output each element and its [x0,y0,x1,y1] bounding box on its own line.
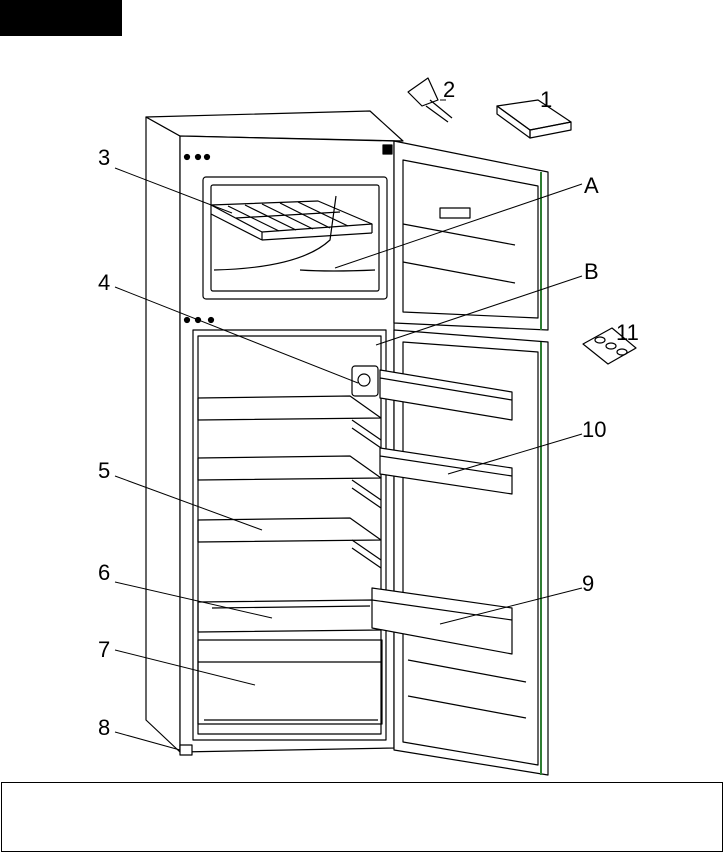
label-4: 4 [98,270,110,295]
adjustable-foot [180,745,192,755]
label-10: 10 [582,417,606,442]
cabinet-side [146,117,180,752]
freezer-door [394,141,548,330]
label-7: 7 [98,637,110,662]
label-5: 5 [98,458,110,483]
label-8: 8 [98,715,110,740]
cabinet-front [180,136,394,752]
label-2: 2 [443,77,455,102]
label-6: 6 [98,560,110,585]
label-9: 9 [582,571,594,596]
note-box [1,782,723,852]
label-3: 3 [98,145,110,170]
label-1: 1 [540,87,552,112]
ice-tray [497,100,571,138]
label-b: B [584,259,599,284]
label-a: A [584,173,599,198]
label-11: 11 [616,320,639,345]
